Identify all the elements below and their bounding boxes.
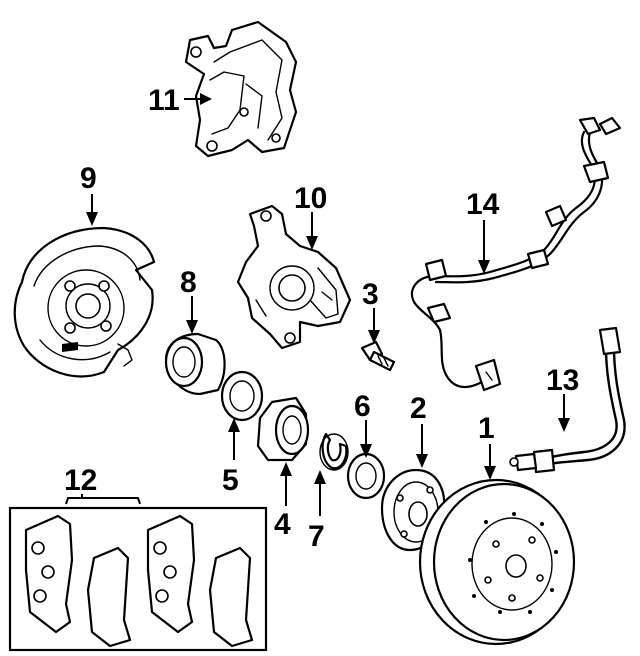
callout-6: 6: [354, 390, 371, 423]
callout-7: 7: [308, 520, 325, 553]
part-5-bearing-race: [220, 370, 264, 422]
callout-12: 12: [64, 464, 97, 497]
callout-2: 2: [410, 392, 427, 425]
part-8-bearing-cup: [164, 332, 226, 396]
callout-9: 9: [80, 162, 97, 195]
part-1-brake-rotor: [418, 478, 576, 646]
part-9-dust-shield: [13, 226, 156, 378]
part-12-brake-pad-set: [8, 506, 268, 652]
part-7-snap-ring: [319, 432, 349, 471]
callout-5: 5: [222, 464, 239, 497]
part-13-brake-hose: [509, 326, 626, 474]
part-4-hub-bearing: [256, 396, 310, 462]
part-6-seal: [346, 452, 386, 500]
callout-11: 11: [148, 84, 180, 117]
callout-labels: 11 9 10 8 3 5 4 7 6 2 1 13 14 12: [64, 84, 579, 553]
part-11-caliper-bracket: [184, 20, 298, 158]
leader-lines: [65, 93, 570, 516]
callout-4: 4: [274, 508, 291, 541]
part-10-steering-knuckle: [236, 204, 352, 350]
callout-10: 10: [294, 182, 327, 215]
callout-14: 14: [466, 188, 500, 221]
callout-1: 1: [478, 412, 495, 445]
part-14-speed-sensor-harness: [410, 116, 622, 392]
part-3-bolt: [360, 340, 396, 372]
callout-8: 8: [180, 266, 197, 299]
callout-13: 13: [546, 364, 579, 397]
callout-3: 3: [362, 278, 379, 311]
